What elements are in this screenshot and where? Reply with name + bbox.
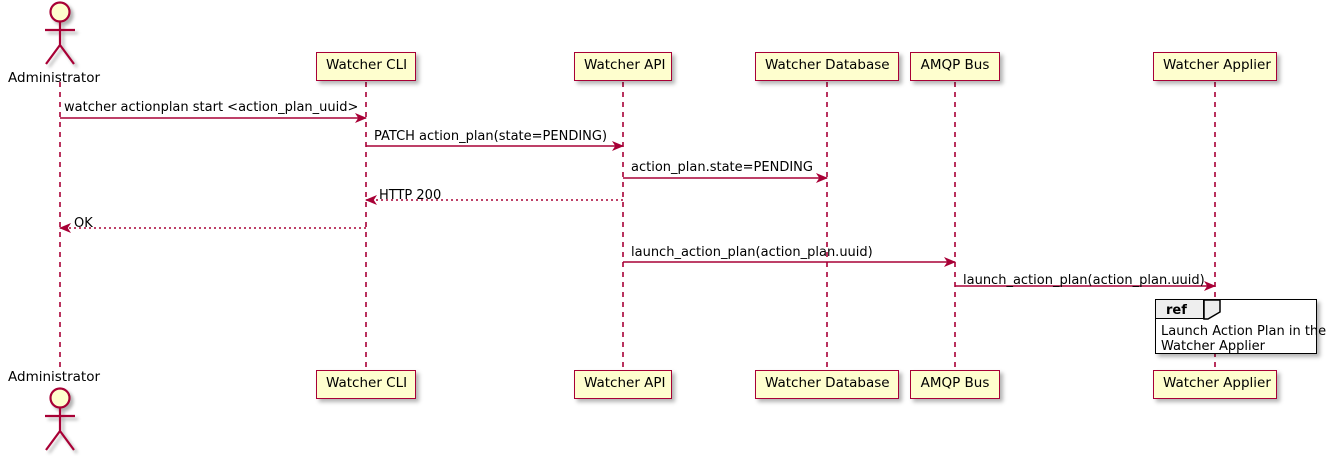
message-action-plan-state-pending-label: action_plan.state=PENDING [631,160,813,175]
ref-header-notch-icon [1203,300,1221,320]
participant-box-watcher-cli-bottom[interactable]: Watcher CLI [316,370,416,399]
message-ok-label: OK [74,216,93,231]
ref-tag-label: ref [1166,303,1187,318]
message-launch-action-plan-applier-label: launch_action_plan(action_plan.uuid) [963,273,1205,288]
ref-body-line-1: Launch Action Plan in the [1161,324,1327,339]
participant-box-amqp-bus-bottom[interactable]: AMQP Bus [910,370,1000,399]
participant-box-watcher-database-top[interactable]: Watcher Database [755,52,899,81]
participant-box-amqp-bus-top[interactable]: AMQP Bus [910,52,1000,81]
participant-box-watcher-cli-top[interactable]: Watcher CLI [316,52,416,81]
participant-box-watcher-api-bottom[interactable]: Watcher API [574,370,672,399]
participant-label: Watcher Database [765,375,890,391]
message-http-200-label: HTTP 200 [379,188,442,203]
actor-figures-group [45,1,75,451]
actor-stick-figure [45,1,75,65]
participant-label: Watcher CLI [326,375,408,391]
participant-label: Watcher Applier [1163,57,1271,73]
participant-label: Watcher Database [765,57,890,73]
message-patch-action-plan-label: PATCH action_plan(state=PENDING) [374,129,608,144]
participant-label: Watcher API [584,57,666,73]
participant-box-watcher-api-top[interactable]: Watcher API [574,52,672,81]
participant-label: AMQP Bus [920,57,990,73]
actor-stick-figure [45,387,75,451]
participant-label: AMQP Bus [920,375,990,391]
message-arrows-group [59,113,1216,291]
participant-label: Watcher API [584,375,666,391]
participant-box-watcher-applier-bottom[interactable]: Watcher Applier [1153,370,1277,399]
participant-label: Watcher CLI [326,57,408,73]
ref-fragment: ref Launch Action Plan in the Watcher Ap… [1155,299,1326,354]
message-watcher-actionplan-start-label: watcher actionplan start <action_plan_uu… [64,100,359,115]
ref-notch-shape [1203,300,1221,320]
actor-label-bottom: Administrator [8,369,101,385]
ref-body-line-2: Watcher Applier [1161,339,1265,354]
participant-box-watcher-database-bottom[interactable]: Watcher Database [755,370,899,399]
lifelines-group [59,82,1216,372]
message-launch-action-plan-bus-label: launch_action_plan(action_plan.uuid) [631,245,873,260]
participant-label: Watcher Applier [1163,375,1271,391]
actor-label-top: Administrator [8,70,101,86]
participant-box-watcher-applier-top[interactable]: Watcher Applier [1153,52,1277,81]
